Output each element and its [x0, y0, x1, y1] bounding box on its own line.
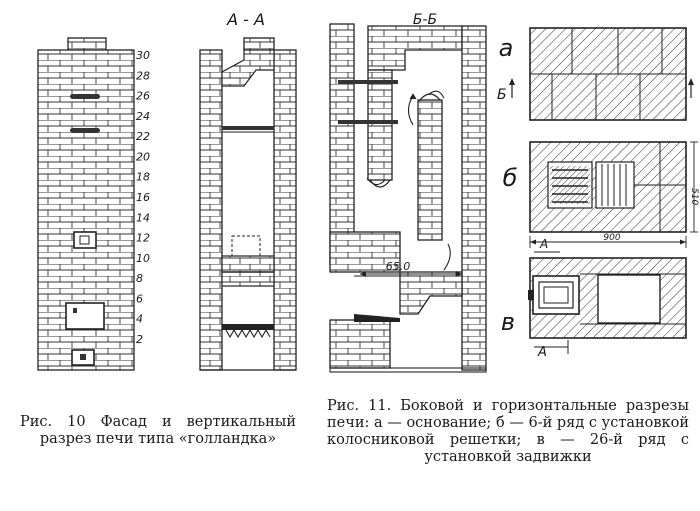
plan-label-v: в: [501, 308, 515, 336]
row-number-label: 4: [136, 313, 143, 326]
plan-b-grate-row: [529, 141, 687, 233]
svg-text:Б: Б: [497, 87, 507, 103]
row-number-label: 18: [136, 171, 150, 184]
dimension-900: 900 А: [529, 233, 687, 253]
row-number-label: 8: [136, 272, 143, 285]
plan-a-foundation: [529, 27, 687, 121]
facade-elevation: [37, 37, 135, 371]
dimension-width: 65.0: [360, 260, 462, 277]
section-label-a: А - А: [226, 10, 265, 29]
row-number-label: 16: [136, 191, 150, 204]
plan-v-damper-row: [528, 257, 687, 339]
row-number-label: 24: [136, 110, 150, 123]
cleanout-door: [73, 231, 97, 249]
row-number-label: 28: [136, 69, 150, 82]
row-number-label: 10: [136, 252, 150, 265]
figure-11-caption: Рис. 11. Боковой и горизонтальные разрез…: [327, 398, 689, 465]
svg-text:65.0: 65.0: [386, 260, 411, 273]
section-label-b: Б-Б: [413, 12, 437, 28]
cut-mark-a: А: [534, 340, 569, 360]
damper-handle: [70, 94, 100, 99]
damper-handle: [70, 128, 100, 133]
fire-door: [65, 302, 105, 330]
dimension-510: 510: [689, 141, 699, 233]
row-number-label: 30: [136, 49, 150, 62]
vertical-section-a: [199, 37, 297, 371]
cut-mark-b: Б: [497, 78, 694, 103]
svg-text:А: А: [537, 345, 547, 360]
row-number-label: 22: [136, 130, 150, 143]
figure-10-caption: Рис. 10 Фасад и вертикальный разрез печи…: [20, 414, 296, 447]
row-number-label: 6: [136, 292, 143, 305]
side-section-b: [329, 23, 487, 373]
plan-label-a: а: [499, 34, 514, 62]
row-number-label: 12: [136, 232, 150, 245]
row-number-label: 26: [136, 90, 150, 103]
row-number-label: 20: [136, 150, 150, 163]
svg-text:900: 900: [603, 233, 620, 243]
row-number-label: 2: [136, 333, 143, 346]
row-number-label: 14: [136, 211, 150, 224]
svg-text:А: А: [539, 237, 548, 251]
plan-label-b: б: [503, 164, 518, 192]
svg-text:510: 510: [689, 188, 699, 205]
row-number-scale: 30 28 26 24 22 20 18 16 14 12 10 8 6 4 2: [136, 49, 150, 346]
